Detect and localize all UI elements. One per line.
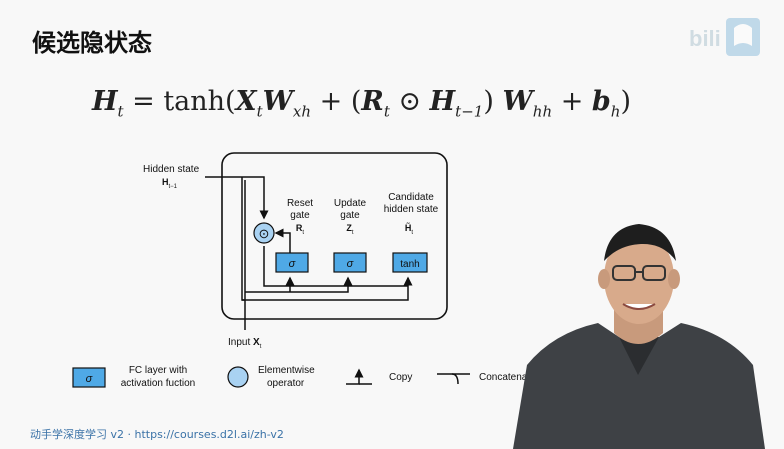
legend-elementwise-label-2: operator <box>267 378 305 389</box>
reset-gate-label-1: Reset <box>287 198 313 209</box>
presenter-video <box>513 224 765 449</box>
candidate-label-1: Candidate <box>388 192 434 203</box>
reset-gate-fc-box <box>275 252 309 273</box>
slide-title: 候选隐状态 <box>32 29 152 57</box>
legend-fc-sigma: σ <box>86 373 93 385</box>
formula-eq: = tanh( <box>123 86 236 117</box>
formula-end: ) <box>620 86 632 117</box>
reset-sym: R <box>296 223 303 233</box>
update-sub: t <box>352 230 354 236</box>
hidden-state-label: Hidden state <box>143 164 200 175</box>
formula-b-sub: h <box>610 102 621 121</box>
hidden-state-symbol: Ht−1 <box>162 177 178 190</box>
course-footer-link[interactable]: 动手学深度学习 v2 · https://courses.d2l.ai/zh-v… <box>30 428 284 441</box>
watermark-logo-icon: bili <box>689 18 760 56</box>
copy-arrow-icon <box>346 368 372 385</box>
reset-gate-symbol: Rt <box>296 223 305 236</box>
update-gate-label-1: Update <box>334 198 367 209</box>
legend-concatenate-label: Concatenat <box>479 372 530 383</box>
formula-x: X <box>235 86 257 117</box>
elementwise-multiply-operator <box>253 222 275 244</box>
gru-cell-box <box>221 152 448 320</box>
formula-h: H <box>429 86 456 117</box>
update-gate-fc-box <box>333 252 367 273</box>
diagram-wires <box>205 176 413 330</box>
input-sym: X <box>253 337 260 348</box>
update-gate-symbol: Zt <box>346 223 354 236</box>
reset-sub: t <box>302 230 304 236</box>
formula-w2: W <box>502 86 533 117</box>
legend-copy-label: Copy <box>389 372 412 383</box>
formula-w1: W <box>262 86 293 117</box>
odot-symbol: ⊙ <box>259 226 270 241</box>
input-label: Input Xt <box>228 337 262 350</box>
update-sym: Z <box>346 223 352 233</box>
candidate-label-2: hidden state <box>384 204 439 215</box>
candidate-symbol: H̃t <box>405 222 414 236</box>
legend-fc-label-2: activation fuction <box>121 378 196 389</box>
formula-w2-sub: hh <box>532 102 553 121</box>
tanh-label: tanh <box>400 259 419 270</box>
formula-x-sub: t <box>256 102 263 121</box>
formula-r: R <box>361 86 384 117</box>
legend-elementwise-circle <box>227 366 249 388</box>
reset-gate-label-2: gate <box>290 210 310 221</box>
legend-fc-label-1: FC layer with <box>129 365 187 376</box>
update-gate-sigma: σ <box>347 258 354 270</box>
hidden-state-sub: t−1 <box>169 184 178 190</box>
formula-lhs-sub: t <box>117 102 124 121</box>
formula-b: b <box>591 86 611 117</box>
formula-h-sub: t−1 <box>455 102 484 121</box>
input-sub: t <box>260 344 262 350</box>
formula-w1-sub: xh <box>292 102 312 121</box>
formula-lhs: H <box>92 86 118 117</box>
formula-plus2: + <box>552 86 592 117</box>
svg-text:bili: bili <box>689 26 721 51</box>
formula-plus1: + ( <box>311 86 362 117</box>
input-text: Input <box>228 337 250 348</box>
tanh-fc-box <box>392 252 428 273</box>
reset-gate-sigma: σ <box>289 258 296 270</box>
formula-odot: ⊙ <box>389 86 430 117</box>
candidate-sub: t <box>411 230 413 236</box>
candidate-hidden-state-formula: Ht = tanh(XtWxh + (Rt ⊙ Ht−1) Whh + bh) <box>92 86 631 120</box>
legend-fc-box <box>72 367 106 388</box>
formula-r-sub: t <box>383 102 390 121</box>
legend-elementwise-label-1: Elementwise <box>258 365 315 376</box>
hidden-state-sym: H <box>162 177 169 187</box>
concatenate-icon <box>437 373 470 385</box>
candidate-sym: H̃ <box>405 222 412 233</box>
formula-close: ) <box>483 86 494 117</box>
update-gate-label-2: gate <box>340 210 360 221</box>
